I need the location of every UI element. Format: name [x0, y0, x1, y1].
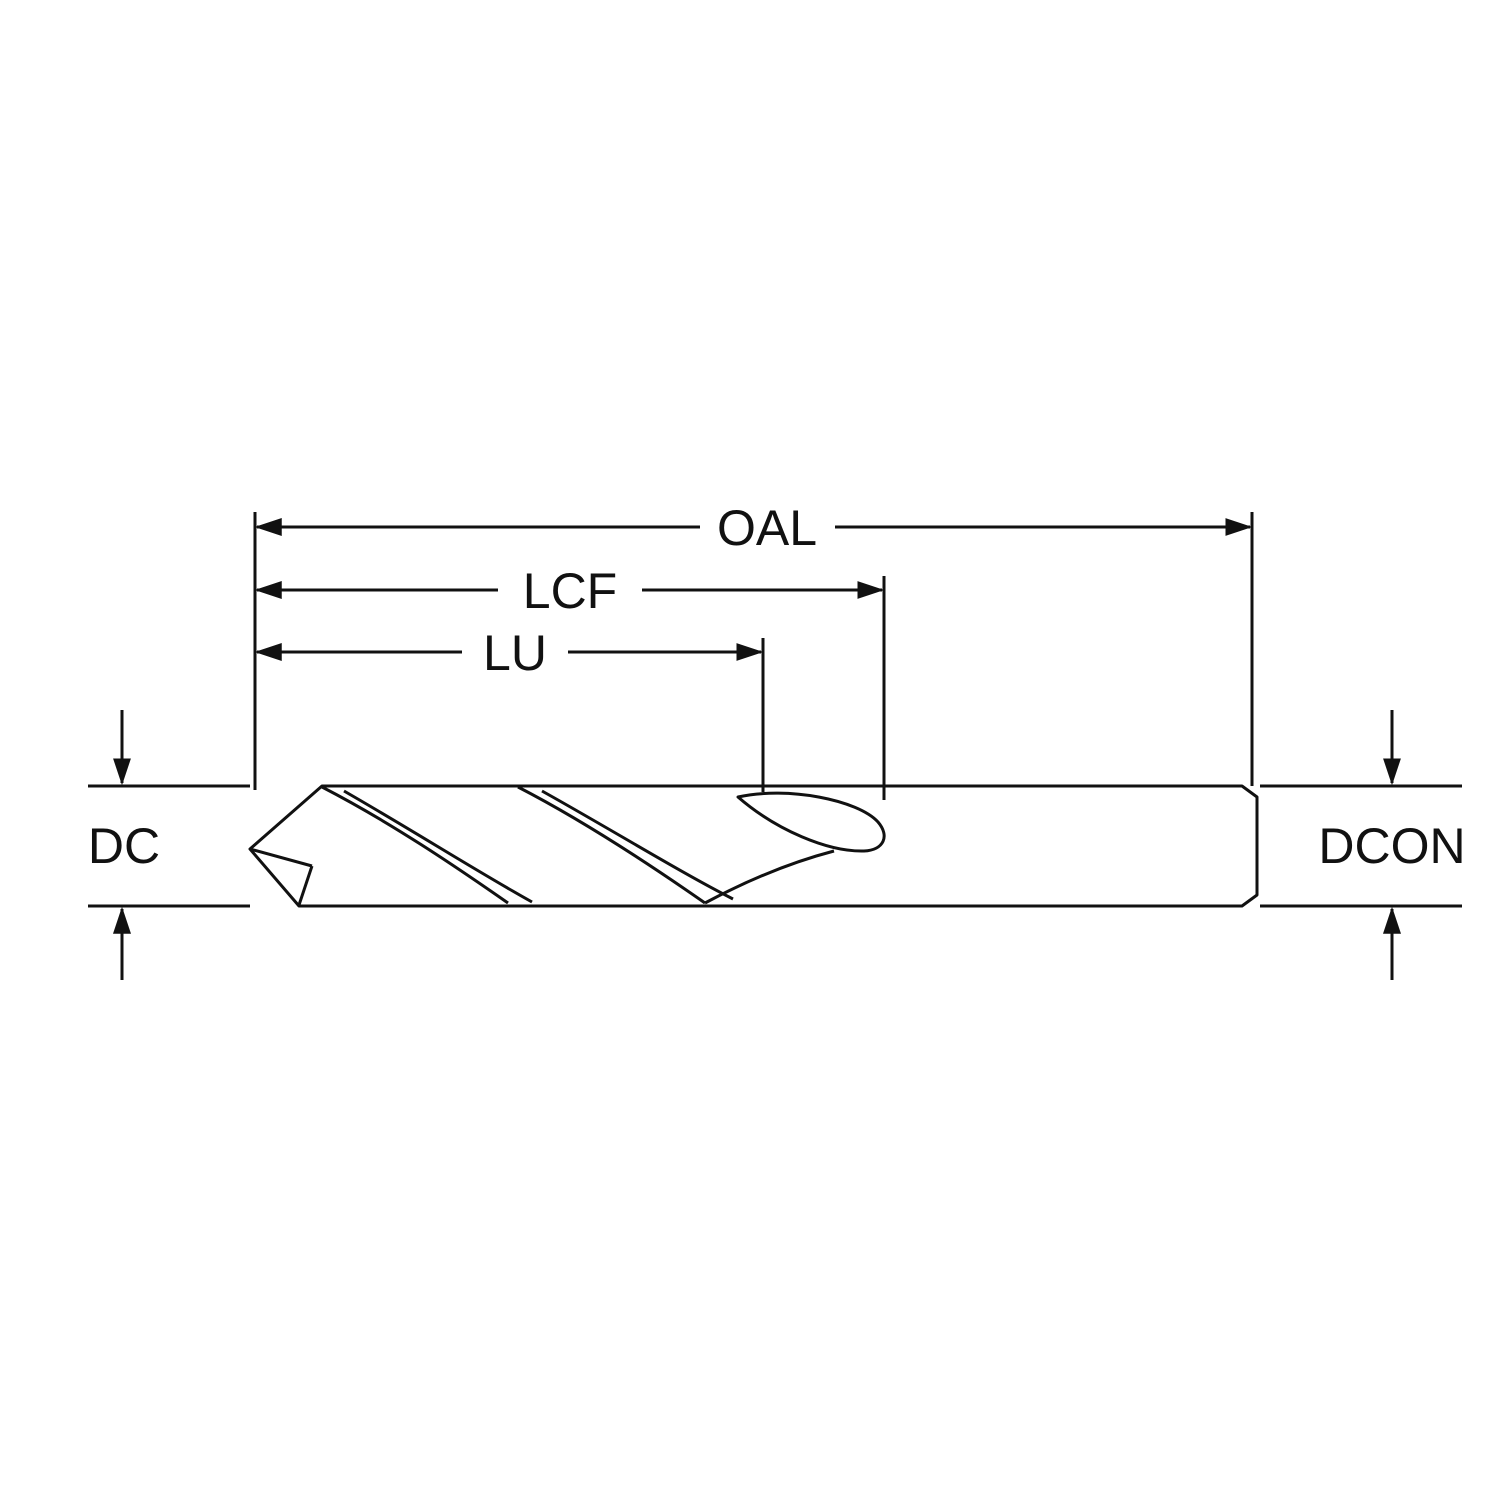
diagram-labels: OAL LCF LU DC DCON: [88, 500, 1466, 874]
drill-body-outline: [248, 784, 1259, 908]
flute-curve: [321, 785, 509, 905]
dc-label: DC: [88, 818, 160, 874]
flute-curve: [343, 789, 533, 904]
dcon-label: DCON: [1318, 818, 1465, 874]
diagram-lines: [88, 512, 1462, 980]
flute-curve: [541, 789, 734, 901]
lcf-label: LCF: [523, 563, 617, 619]
lu-label: LU: [483, 625, 547, 681]
flute-runout-leaf: [736, 791, 886, 853]
flute-curve: [517, 785, 706, 905]
drill-tip-facet-line: [249, 847, 313, 868]
oal-label: OAL: [717, 500, 817, 556]
drill-tip-facet-line: [297, 865, 314, 906]
flute-runout-curve: [704, 849, 835, 905]
